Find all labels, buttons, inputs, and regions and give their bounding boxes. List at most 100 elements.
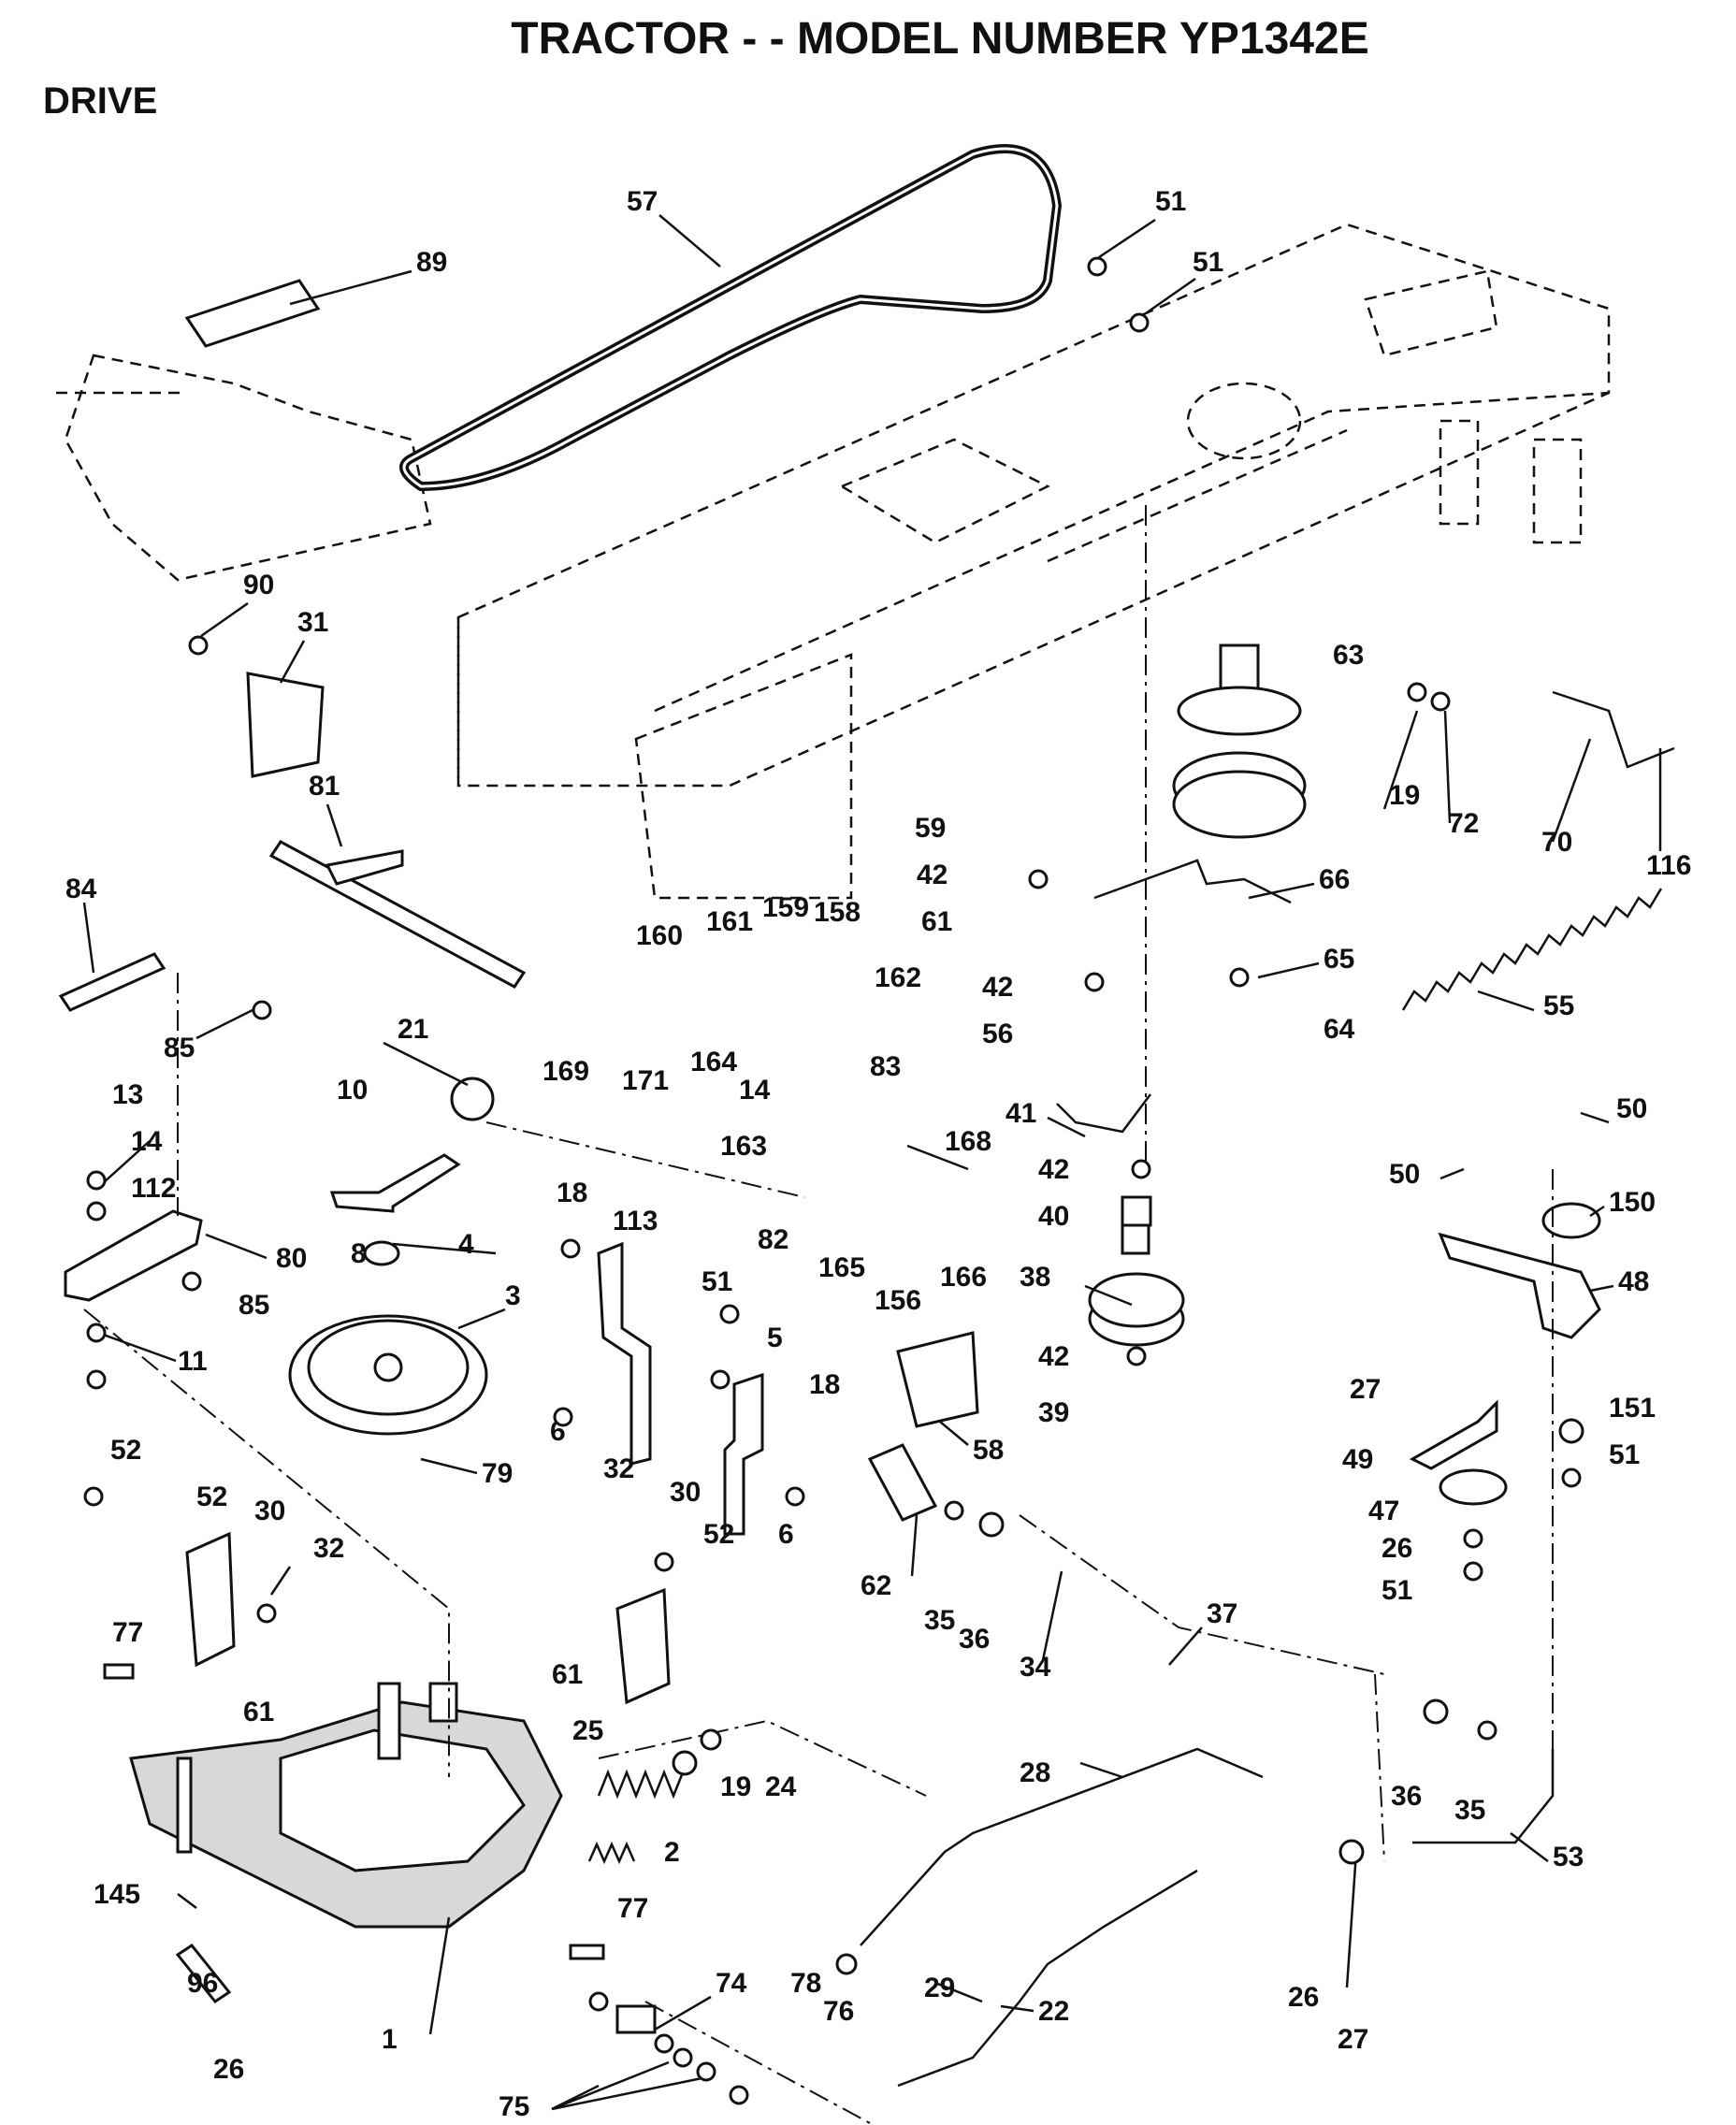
callout-label: 28 xyxy=(1020,1757,1050,1788)
callout-label: 84 xyxy=(65,874,97,904)
callout-label: 51 xyxy=(1193,247,1223,278)
callout-label: 30 xyxy=(254,1496,285,1526)
callout-label: 83 xyxy=(870,1051,901,1082)
callout-label: 19 xyxy=(720,1771,751,1802)
callout-label: 27 xyxy=(1350,1374,1381,1405)
bracket-113 xyxy=(597,1241,652,1466)
callout-label: 26 xyxy=(1382,1533,1412,1564)
callout-label: 75 xyxy=(499,2091,529,2122)
callout-label: 6 xyxy=(778,1519,794,1550)
callout-label: 36 xyxy=(959,1624,990,1655)
wire-41 xyxy=(1056,1093,1151,1134)
section-heading: DRIVE xyxy=(43,80,158,122)
callout-label: 38 xyxy=(1020,1262,1050,1293)
callout-label: 158 xyxy=(814,897,861,928)
callout-label: 64 xyxy=(1324,1014,1355,1045)
wire-66 xyxy=(1093,859,1292,904)
bracket-30-left xyxy=(185,1531,236,1668)
callout-label: 47 xyxy=(1368,1496,1399,1526)
callout-label: 51 xyxy=(1382,1575,1412,1606)
callout-label: 66 xyxy=(1319,864,1350,895)
callout-label: 51 xyxy=(702,1266,732,1297)
callout-label: 160 xyxy=(636,920,683,951)
callout-label: 78 xyxy=(790,1968,821,1999)
callout-label: 39 xyxy=(1038,1397,1069,1428)
callout-labels: 57 51 51 89 90 31 81 84 85 13 14 112 80 … xyxy=(65,186,1691,2122)
callout-label: 96 xyxy=(187,1968,218,1999)
callout-label: 13 xyxy=(112,1079,143,1110)
callout-label: 27 xyxy=(1338,2024,1368,2055)
callout-label: 36 xyxy=(1391,1781,1422,1812)
callout-label: 168 xyxy=(945,1126,991,1157)
rod-22 xyxy=(897,1869,1198,2088)
callout-label: 30 xyxy=(670,1477,701,1508)
drive-belt xyxy=(399,144,1063,492)
shield-31 xyxy=(246,672,325,778)
callout-label: 35 xyxy=(1454,1795,1485,1826)
callout-label: 82 xyxy=(758,1224,788,1255)
callout-label: 42 xyxy=(917,860,948,890)
callout-label: 10 xyxy=(337,1075,368,1106)
callout-label: 18 xyxy=(557,1178,587,1208)
callout-label: 90 xyxy=(243,570,274,600)
callout-label: 48 xyxy=(1618,1266,1649,1297)
rod-53 xyxy=(1412,1749,1555,1844)
callout-label: 25 xyxy=(572,1715,603,1746)
spring-2 xyxy=(587,1841,636,1865)
transaxle xyxy=(129,1682,563,2004)
rod-28 xyxy=(860,1747,1264,1946)
callout-label: 156 xyxy=(875,1285,921,1316)
callout-label: 171 xyxy=(622,1065,669,1096)
bracket-30-right xyxy=(615,1587,671,1705)
idler-arm-48 xyxy=(1438,1232,1601,1339)
fender-outline xyxy=(56,354,432,582)
callout-label: 22 xyxy=(1038,1996,1069,2027)
lever-8 xyxy=(329,1153,461,1213)
callout-label: 35 xyxy=(924,1605,955,1636)
callout-label: 24 xyxy=(765,1771,797,1802)
callout-label: 8 xyxy=(351,1238,367,1269)
callout-label: 55 xyxy=(1543,990,1574,1021)
spring-55 xyxy=(1401,888,1663,1011)
callout-label: 89 xyxy=(416,247,447,278)
callout-label: 56 xyxy=(982,1019,1013,1049)
pulley-47 xyxy=(1439,1468,1508,1506)
bracket-49 xyxy=(1409,1399,1498,1470)
callout-label: 32 xyxy=(313,1533,344,1564)
callout-label: 165 xyxy=(818,1252,865,1283)
callout-label: 40 xyxy=(1038,1201,1069,1232)
bracket-89 xyxy=(184,279,321,348)
callout-label: 58 xyxy=(973,1435,1004,1466)
callout-label: 59 xyxy=(915,813,946,844)
callout-label: 63 xyxy=(1333,640,1364,671)
callout-label: 85 xyxy=(239,1290,269,1321)
callout-label: 164 xyxy=(690,1047,737,1077)
callout-label: 74 xyxy=(716,1968,747,1999)
hanger-70 xyxy=(1552,690,1675,769)
callout-label: 32 xyxy=(603,1453,634,1484)
callout-label: 42 xyxy=(1038,1154,1069,1185)
plate-80 xyxy=(64,1209,203,1302)
callout-label: 18 xyxy=(809,1369,840,1400)
callout-label: 5 xyxy=(767,1323,783,1353)
callout-label: 112 xyxy=(131,1173,176,1204)
callout-label: 169 xyxy=(542,1056,589,1087)
callout-label: 52 xyxy=(196,1482,227,1512)
callout-label: 151 xyxy=(1609,1393,1656,1424)
callout-label: 161 xyxy=(706,906,753,937)
pulley-3 xyxy=(288,1314,488,1436)
callout-label: 1 xyxy=(382,2024,398,2055)
callout-label: 42 xyxy=(1038,1341,1069,1372)
ring-4 xyxy=(363,1240,400,1266)
callout-label: 52 xyxy=(110,1435,141,1466)
callout-label: 21 xyxy=(398,1014,428,1045)
callout-label: 41 xyxy=(1005,1098,1036,1129)
callout-label: 26 xyxy=(1288,1982,1319,2013)
rod-84 xyxy=(58,952,166,1012)
callout-label: 81 xyxy=(309,771,340,802)
callout-label: 37 xyxy=(1207,1598,1237,1629)
hardware xyxy=(83,256,1584,2105)
pulley-38 xyxy=(1088,1214,1185,1347)
shaft-81 xyxy=(268,840,527,989)
callout-label: 77 xyxy=(112,1617,143,1648)
